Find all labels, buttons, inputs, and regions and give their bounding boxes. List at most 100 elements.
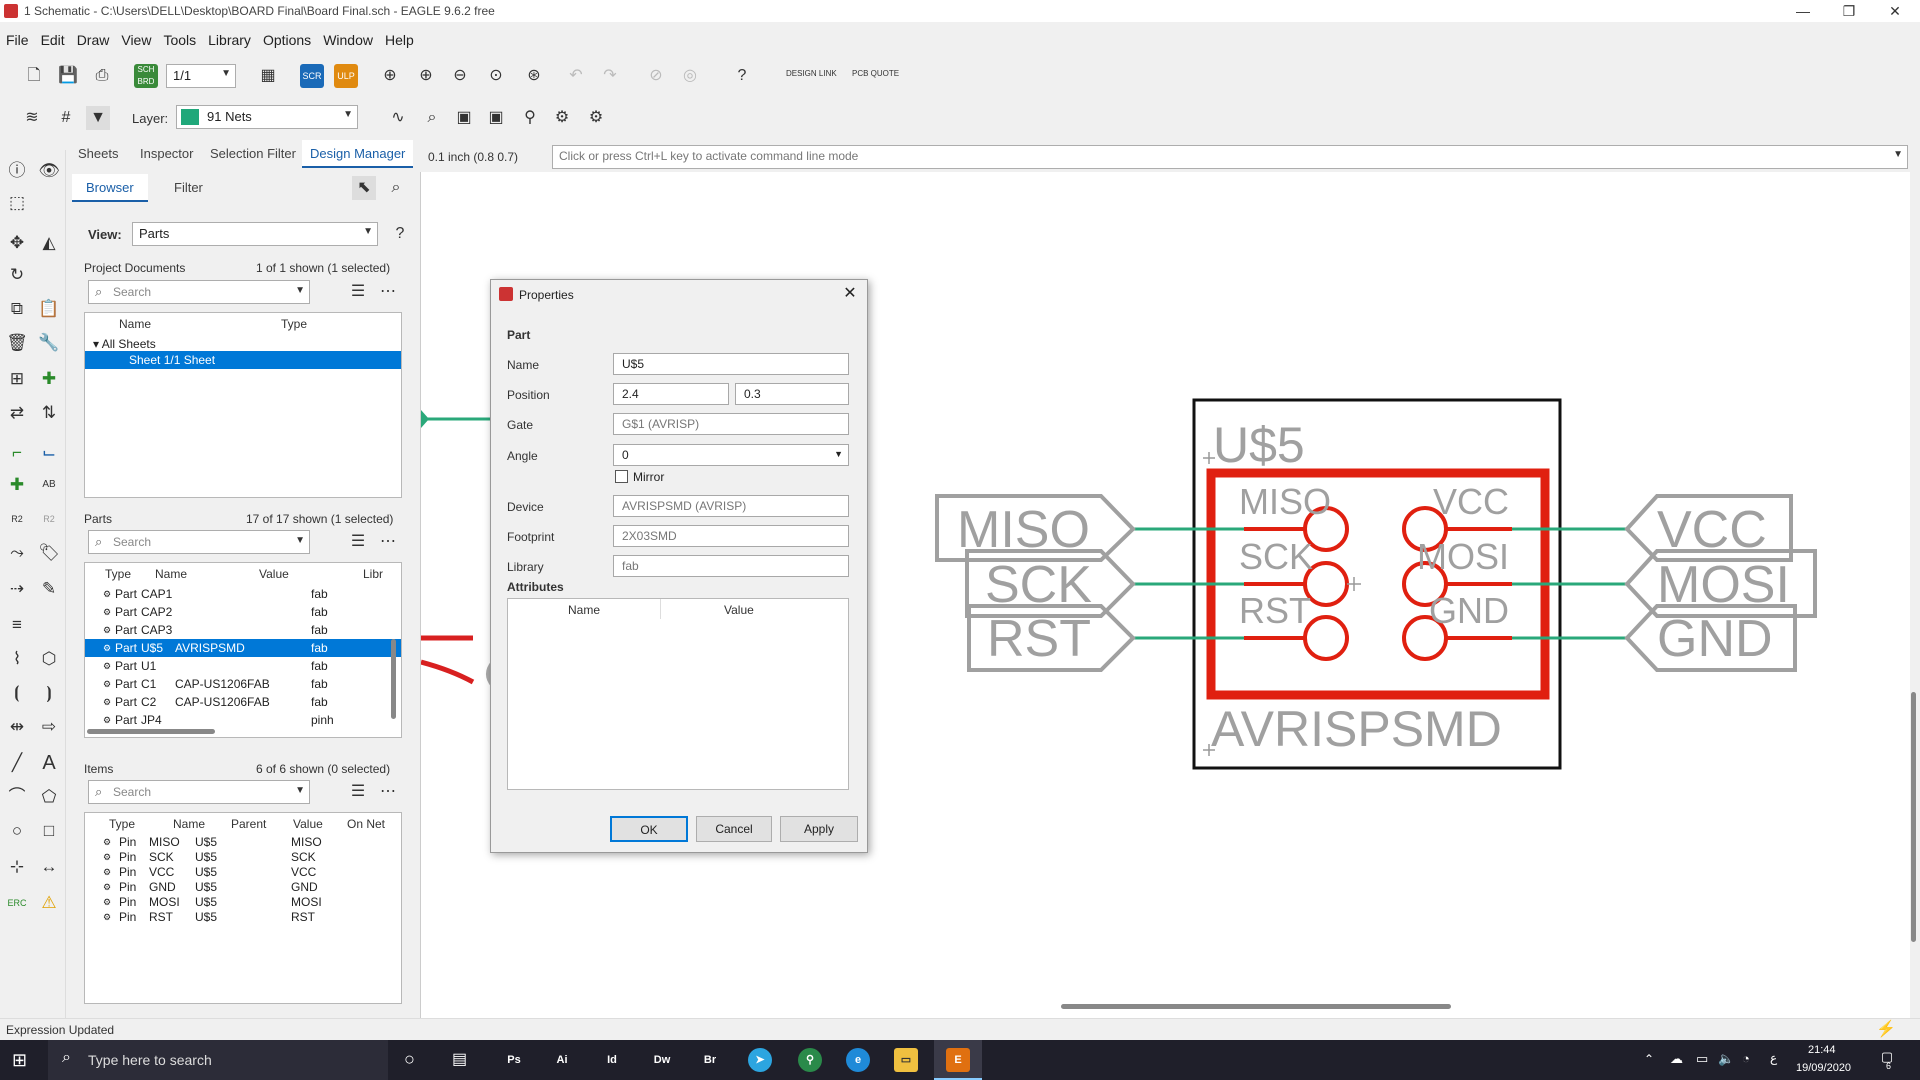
group-icon[interactable]: ⬡ bbox=[41, 649, 57, 668]
go-icon[interactable]: ◎ bbox=[683, 67, 697, 84]
taskbar-search[interactable]: ⌕ Type here to search bbox=[48, 1040, 388, 1080]
tree-row-sheet[interactable]: Sheet 1/1 Sheet bbox=[85, 351, 401, 369]
junction-icon[interactable]: ✚ bbox=[9, 475, 25, 494]
position-y-field[interactable]: 0.3 bbox=[735, 383, 849, 405]
info-icon[interactable]: ⓘ bbox=[8, 161, 26, 180]
parts-more-icon[interactable]: ⋯ bbox=[380, 533, 396, 550]
move-icon[interactable]: ✥ bbox=[9, 233, 25, 252]
onedrive-icon[interactable]: ☁ bbox=[1670, 1051, 1683, 1066]
miter-icon[interactable]: ⦗ bbox=[14, 683, 20, 702]
bus-icon[interactable]: ⌙ bbox=[41, 443, 57, 462]
items-list-view-icon[interactable]: ☰ bbox=[350, 783, 366, 800]
name-field[interactable]: U$5 bbox=[613, 353, 849, 375]
edge-icon[interactable]: e bbox=[846, 1048, 870, 1072]
mirror-icon[interactable]: ◭ bbox=[42, 233, 56, 252]
wrench-icon[interactable]: 🔧 bbox=[38, 333, 60, 352]
windows-start-icon[interactable]: ⊞ bbox=[12, 1050, 28, 1070]
subtab-browser[interactable]: Browser bbox=[72, 174, 148, 202]
menu-tools[interactable]: Tools bbox=[163, 32, 197, 48]
name-icon[interactable]: R2 bbox=[11, 514, 23, 524]
undo-icon[interactable]: ↶ bbox=[569, 67, 583, 84]
clock-time[interactable]: 21:44 bbox=[1808, 1044, 1836, 1056]
tree-group[interactable]: ▾ All Sheets bbox=[93, 337, 156, 351]
help-icon[interactable]: ? bbox=[737, 67, 747, 84]
view-select[interactable]: Parts▼ bbox=[132, 222, 378, 246]
gear-icon[interactable]: ⚙ bbox=[554, 109, 570, 126]
edit-icon[interactable]: ✎ bbox=[41, 579, 57, 598]
menu-file[interactable]: File bbox=[6, 32, 29, 48]
print-icon[interactable]: ⎙ bbox=[95, 67, 109, 84]
gate-swap-icon[interactable]: ⇅ bbox=[41, 403, 57, 422]
parts-list-view-icon[interactable]: ☰ bbox=[350, 533, 366, 550]
split-icon[interactable]: ⤳ bbox=[10, 543, 24, 562]
paste-icon[interactable]: 📋 bbox=[38, 299, 60, 318]
zoom-fit-icon[interactable]: ⊕ bbox=[383, 67, 397, 84]
pick-icon[interactable]: ⬉ bbox=[352, 176, 376, 200]
menu-help[interactable]: Help bbox=[384, 32, 414, 48]
parts-hscroll[interactable] bbox=[87, 729, 215, 734]
gear2-icon[interactable]: ⚙ bbox=[588, 109, 604, 126]
layer-select[interactable]: 91 Nets▼ bbox=[176, 105, 358, 129]
attribute-icon[interactable]: 🏷 bbox=[38, 543, 60, 562]
tab-selection-filter[interactable]: Selection Filter bbox=[210, 146, 296, 161]
subtab-filter[interactable]: Filter bbox=[174, 180, 203, 195]
tab-sheets[interactable]: Sheets bbox=[78, 146, 119, 161]
dimension-icon[interactable]: ↔ bbox=[40, 857, 58, 876]
tab-design-manager[interactable]: Design Manager bbox=[302, 140, 414, 168]
tool-b-icon[interactable]: ▣ bbox=[488, 109, 504, 126]
save-icon[interactable]: 💾 bbox=[58, 67, 78, 84]
zoom-redraw-icon[interactable]: ⊙ bbox=[489, 67, 503, 84]
project-docs-search[interactable]: ⌕Search▼ bbox=[88, 280, 310, 304]
replace-icon[interactable]: ⇄ bbox=[9, 403, 25, 422]
zoom-select-icon[interactable]: ⊛ bbox=[527, 67, 541, 84]
apply-button[interactable]: Apply bbox=[780, 816, 858, 842]
menu-draw[interactable]: Draw bbox=[76, 32, 110, 48]
script-icon[interactable]: SCR bbox=[300, 64, 324, 88]
copy-icon[interactable]: ⧉ bbox=[10, 299, 24, 318]
pcb-quote-button[interactable]: PCB QUOTE bbox=[852, 69, 900, 78]
canvas-vscroll[interactable] bbox=[1911, 692, 1916, 942]
flip-icon[interactable]: ⇨ bbox=[41, 717, 57, 736]
menu-view[interactable]: View bbox=[121, 32, 152, 48]
spacing-icon[interactable]: ⇹ bbox=[9, 717, 25, 736]
menu-window[interactable]: Window bbox=[323, 32, 373, 48]
rectangle-icon[interactable]: □ bbox=[43, 821, 55, 840]
cortana-icon[interactable]: ○ bbox=[404, 1049, 415, 1069]
parts-vscroll[interactable] bbox=[391, 639, 396, 719]
label-icon[interactable]: AB bbox=[42, 479, 56, 490]
design-link-button[interactable]: DESIGN LINK bbox=[786, 69, 837, 78]
illustrator-icon[interactable]: Ai bbox=[556, 1054, 568, 1066]
circle-icon[interactable]: ○ bbox=[11, 821, 23, 840]
tool-a-icon[interactable]: ▣ bbox=[456, 109, 472, 126]
arc-icon[interactable]: ⌒ bbox=[8, 787, 26, 806]
redo-icon[interactable]: ↷ bbox=[603, 67, 617, 84]
cancel-button[interactable]: Cancel bbox=[696, 816, 772, 842]
lightning-icon[interactable]: ⚡ bbox=[1876, 1021, 1896, 1038]
rotate-icon[interactable]: ↻ bbox=[9, 265, 25, 284]
canvas-hscroll[interactable] bbox=[1061, 1004, 1451, 1009]
cam-processor-icon[interactable]: ▦ bbox=[260, 67, 276, 84]
mark-icon[interactable]: ⊹ bbox=[9, 857, 25, 876]
indesign-icon[interactable]: Id bbox=[607, 1054, 617, 1066]
line-icon[interactable]: ╱ bbox=[11, 753, 23, 772]
zoom-in-icon[interactable]: ⊕ bbox=[419, 67, 433, 84]
parts-search[interactable]: ⌕Search▼ bbox=[88, 530, 310, 554]
dreamweaver-icon[interactable]: Dw bbox=[653, 1054, 671, 1066]
search-part-icon[interactable]: ⌕ bbox=[427, 109, 437, 126]
mirror-checkbox[interactable] bbox=[615, 470, 628, 483]
tray-chevron-icon[interactable]: ⌃ bbox=[1644, 1052, 1655, 1066]
task-view-icon[interactable]: ▤ bbox=[452, 1051, 468, 1068]
delete-icon[interactable]: 🗑 bbox=[6, 333, 28, 352]
select-icon[interactable]: ⬚ bbox=[8, 193, 26, 212]
warning-icon[interactable]: ⚠ bbox=[41, 893, 57, 912]
battery-icon[interactable]: ▭ bbox=[1696, 1051, 1709, 1066]
